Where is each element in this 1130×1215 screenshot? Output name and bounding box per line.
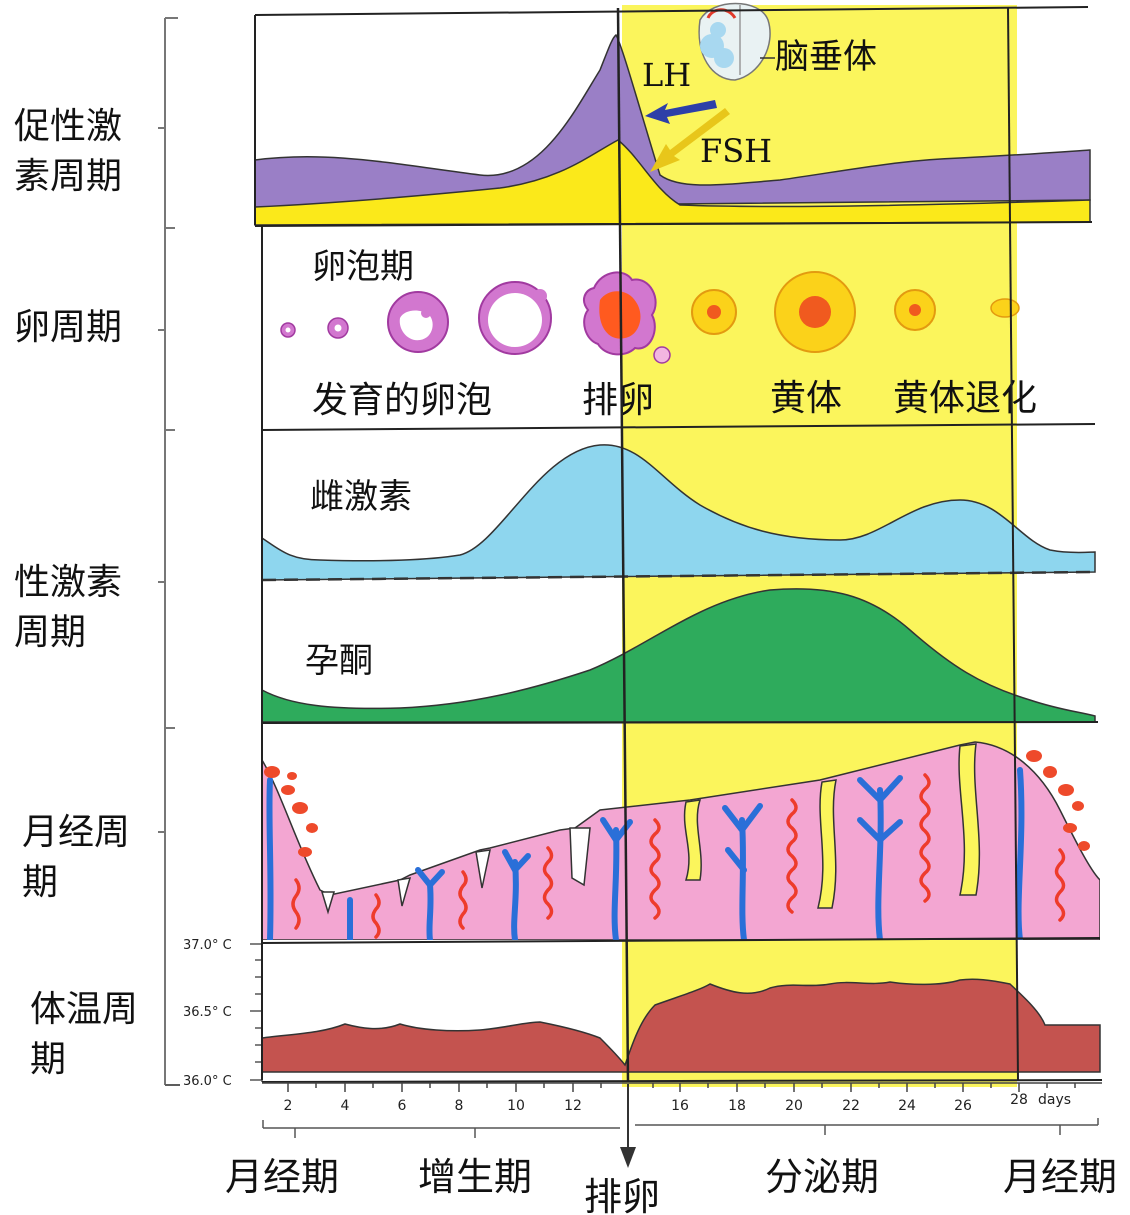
day-tick-label: 4 [341, 1098, 350, 1114]
corpus-luteum-label: 黄体 [770, 378, 842, 419]
lh-arrow [645, 100, 717, 124]
follicle-icon [280, 271, 671, 364]
menstrual-panel [262, 741, 1100, 940]
progesterone-curve [261, 588, 1096, 723]
temperature-cycle-label: 体温周 期 [30, 989, 139, 1080]
corpus-luteum-icon [691, 271, 1020, 353]
luteal-regression-label: 黄体退化 [893, 378, 1037, 419]
day-tick-label: 12 [564, 1098, 582, 1114]
temp-tick-label-36-0: 36.0° C [183, 1074, 232, 1089]
temp-tick-label-37-0: 37.0° C [183, 938, 232, 953]
gonadotropin-cycle-label: 促性激 素周期 [14, 106, 123, 197]
lh-label: LH [642, 56, 691, 94]
vein-icon [266, 767, 1025, 940]
endometrial-gland [320, 827, 591, 915]
ovarian-panel: 卵泡期 发育的卵泡 排卵 黄体 黄体退化 [280, 247, 1037, 421]
sex-hormone-panel: 雌激素 孕酮 [261, 444, 1096, 723]
artery-icon [291, 773, 1066, 939]
pituitary-label: 脑垂体 [775, 37, 877, 77]
lh-curve [254, 33, 1091, 209]
estrogen-label: 雌激素 [310, 477, 412, 517]
endometrial-gland-secretory [683, 743, 981, 909]
ovulation-arrow [620, 1084, 636, 1168]
menstrual-bleeding-icon [264, 750, 1090, 857]
day-tick-label: 22 [842, 1098, 860, 1114]
gonadotropin-panel: LH FSH 脑垂体 [254, 2, 1091, 226]
day-tick-label: 18 [728, 1098, 746, 1114]
day-tick-label: 20 [785, 1098, 803, 1114]
day-axis-unit: days [1038, 1092, 1071, 1108]
temperature-curve [261, 978, 1101, 1073]
sex-hormone-cycle-label: 性激素 周期 [14, 562, 123, 653]
phase-label-menses-start: 月经期 [225, 1155, 339, 1199]
follicular-phase-label: 卵泡期 [312, 247, 414, 287]
divider-line [261, 570, 1096, 582]
day-axis [262, 1082, 1102, 1092]
menstrual-cycle-label: 月经周 期 [22, 812, 131, 903]
pituitary-icon [698, 2, 775, 81]
ovarian-cycle-label: 卵周期 [14, 307, 123, 348]
phase-label-menses-end: 月经期 [1003, 1155, 1117, 1199]
ovulation-stage-label: 排卵 [582, 380, 654, 421]
left-bracket [158, 17, 180, 1086]
day-tick-label: 16 [671, 1098, 689, 1114]
panel-frame [254, 6, 1103, 1083]
day-tick-label: 28 [1010, 1092, 1028, 1108]
day-tick-label: 24 [898, 1098, 916, 1114]
temperature-panel: 37.0° C 36.5° C 36.0° C [165, 938, 1101, 1089]
day-tick-label: 8 [455, 1098, 464, 1114]
phase-label-ovulation: 排卵 [584, 1175, 660, 1215]
fsh-label: FSH [700, 132, 772, 170]
day-tick-label: 10 [507, 1098, 525, 1114]
day-tick-label: 2 [284, 1098, 293, 1114]
developing-follicle-label: 发育的卵泡 [312, 380, 492, 421]
fsh-curve [254, 139, 1091, 226]
fsh-arrow [650, 108, 730, 172]
day-tick-label: 6 [398, 1098, 407, 1114]
day-tick-label: 26 [954, 1098, 972, 1114]
phase-brackets [262, 1118, 1099, 1138]
phase-label-proliferative: 增生期 [418, 1155, 532, 1199]
estrogen-curve [261, 444, 1096, 581]
temp-tick-label-36-5: 36.5° C [183, 1005, 232, 1020]
progesterone-label: 孕酮 [305, 641, 373, 681]
phase-label-secretory: 分泌期 [765, 1155, 879, 1199]
